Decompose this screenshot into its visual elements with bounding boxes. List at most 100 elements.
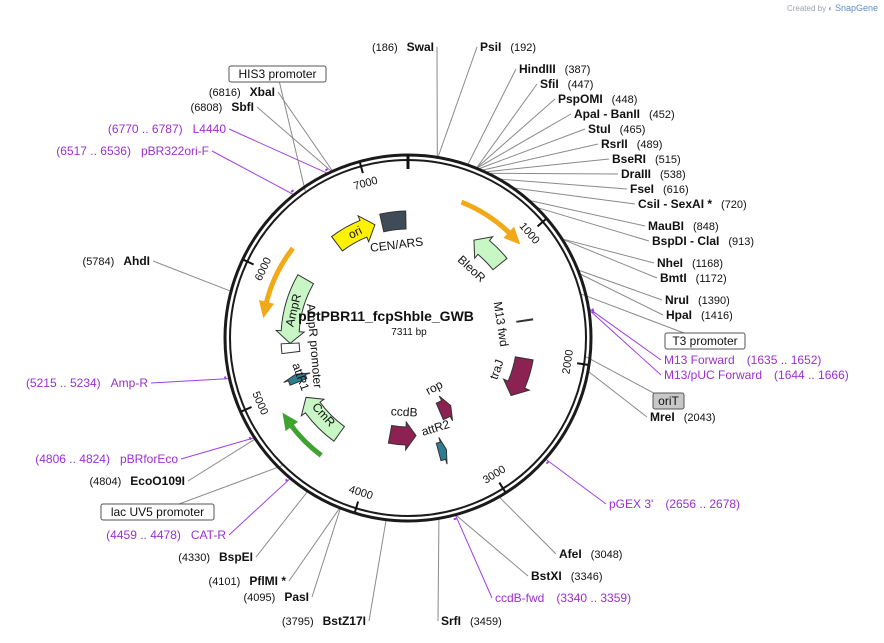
site-name: PspOMI [558, 92, 603, 106]
outer-arrow-1 [258, 246, 295, 319]
boxed-feature-label-his3-promoter: HIS3 promoter [238, 67, 316, 81]
primer-site-mark-ccdb-fwd [453, 517, 457, 521]
site-label-bseri: BseRI(515) [612, 152, 681, 166]
feature-arrows-layer [274, 210, 534, 465]
site-label-apai-banii: ApaI - BanII(452) [574, 107, 675, 121]
site-name: PasI [284, 590, 309, 604]
site-line-bseri [486, 158, 610, 173]
plasmid-length: 7311 bp [391, 327, 427, 338]
site-name: BstZ17I [323, 614, 366, 628]
site-line-pflmi [288, 508, 340, 582]
site-label-sbfi: (6808)SbfI [191, 100, 254, 114]
primer-site-mark-pbr322ori-f [290, 189, 295, 193]
site-label-pflmi: (4101)PflMI * [209, 574, 287, 588]
site-label-psii: PsiI(192) [480, 40, 536, 54]
scale-tick-label-5000: 5000 [249, 390, 270, 417]
primer-label-pbrforeco: (4806 .. 4824)pBRforEco [35, 452, 178, 466]
site-name: StuI [588, 122, 611, 136]
site-coord: (515) [655, 154, 681, 166]
site-line-psii [437, 46, 478, 157]
site-label-bmti: BmtI(1172) [660, 271, 727, 285]
scale-tick-3000 [498, 482, 507, 493]
primer-line-cat-r [228, 478, 291, 536]
primer-site-mark-pgex-3 [545, 460, 550, 465]
site-label-bstxi: BstXI (3346) [531, 569, 602, 583]
site-coord: (387) [565, 64, 591, 76]
site-name: ApaI - BanII [574, 107, 640, 121]
feature-cen-ars [379, 210, 407, 233]
primer-name: ccdB-fwd [495, 591, 544, 605]
site-label-ahdi: (5784)AhdI [83, 254, 150, 268]
backbone-inner-circle [229, 159, 587, 517]
primer-name: M13 Forward [664, 353, 735, 367]
site-name: MreI [650, 410, 675, 424]
feature-m13-fwd [516, 318, 534, 323]
site-line-nrui [578, 269, 663, 301]
site-coord: (1390) [698, 295, 730, 307]
feature-ampr [274, 274, 315, 345]
site-name: NruI [665, 293, 689, 307]
site-coord: (720) [721, 199, 747, 211]
site-name: NheI [657, 256, 683, 270]
site-label-ecoo109i: (4804)EcoO109I [90, 474, 186, 488]
primer-range: (4459 .. 4478) [106, 528, 181, 542]
primer-label-l4440: (6770 .. 6787)L4440 [108, 122, 226, 136]
primer-line-pbrforeco [180, 437, 254, 460]
site-line-afei [499, 497, 557, 555]
site-label-rsrii: RsrII(489) [601, 137, 662, 151]
primer-label-m13-forward: M13 Forward (1635 .. 1652) [664, 353, 821, 367]
site-line-hpai [580, 273, 664, 316]
boxed-feature-label-orit: oriT [658, 394, 679, 408]
feature-attr2 [435, 437, 448, 465]
feature-bleor [473, 235, 508, 271]
scale-tick-7000 [358, 162, 364, 174]
site-name: HindIII [519, 62, 556, 76]
site-label-draiii: DraIII(538) [621, 167, 686, 181]
primer-range: (6770 .. 6787) [108, 122, 183, 136]
site-label-nhei: NheI (1168) [657, 256, 723, 270]
plasmid-center-label: pPtPBR11_fcpShble_GWB 7311 bp [298, 308, 474, 338]
site-name: SbfI [231, 100, 254, 114]
site-line-rsrii [482, 143, 599, 171]
site-label-srfi: SrfI(3459) [441, 614, 502, 628]
feature-ccdb [387, 420, 417, 452]
site-name: MauBI [648, 219, 684, 233]
primer-line-pbr322ori-f [211, 150, 294, 195]
site-name: EcoO109I [130, 474, 185, 488]
site-line-ecoo109i [187, 438, 255, 482]
site-coord: (1168) [692, 258, 723, 270]
primer-line-amp-r [150, 378, 229, 384]
scale-tick-label-4000: 4000 [347, 484, 374, 503]
primer-site-mark-pbrforeco [248, 436, 252, 441]
boxed-label-frame-t3-promoter [664, 332, 746, 350]
site-line-sfii [476, 83, 538, 168]
site-line-pspomi [476, 98, 556, 168]
scale-tick-2000 [576, 362, 589, 366]
site-coord: (489) [637, 139, 663, 151]
feature-label-ori: ori [346, 223, 364, 241]
boxed-label-frame-lac-uv5-promoter [100, 503, 215, 521]
site-coord: (448) [612, 94, 638, 106]
primer-name: pBR322ori-F [141, 144, 209, 158]
primer-range: (1644 .. 1666) [774, 368, 849, 382]
primer-line-m13-forward [589, 308, 662, 361]
site-coord: (3346) [571, 571, 603, 583]
site-line-draiii [490, 172, 619, 175]
site-coord: (913) [728, 236, 754, 248]
scale-tick-5000 [241, 406, 252, 413]
site-label-maubi: MauBI(848) [648, 219, 719, 233]
scale-tick-6000 [243, 258, 255, 266]
site-label-fsei: FseI(616) [630, 182, 689, 196]
site-name: BstXI [531, 569, 562, 583]
credit-brand: SnapGene [834, 3, 878, 13]
scale-tick-4000 [353, 501, 360, 513]
feature-ori [330, 214, 376, 252]
site-name: AfeI [559, 547, 582, 561]
site-line-nhei [563, 238, 655, 264]
boxed-feature-label-t3-promoter: T3 promoter [672, 334, 737, 348]
primer-line-pgex-3 [545, 459, 607, 505]
primer-range: (1635 .. 1652) [747, 353, 822, 367]
scale-tick-1000 [536, 218, 547, 228]
primer-name: M13/pUC Forward [664, 368, 762, 382]
